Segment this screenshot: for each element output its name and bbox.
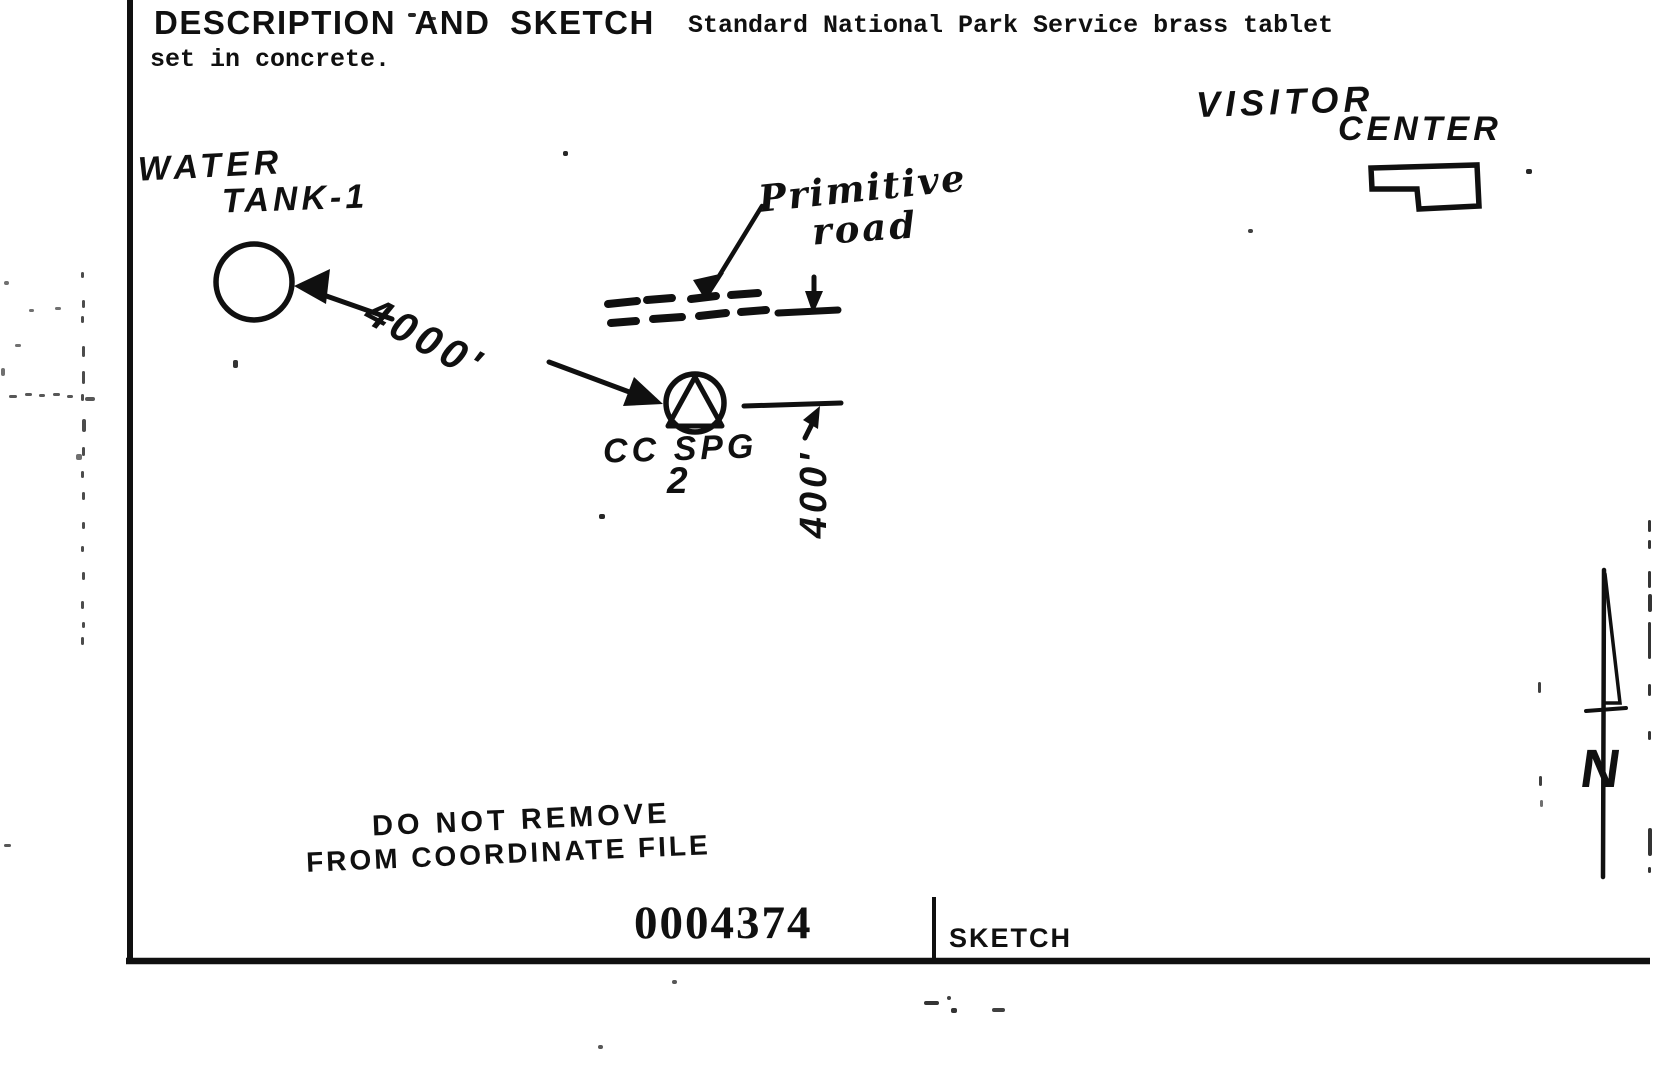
north-arrow-label: N (1576, 739, 1625, 799)
road-down-arrow (805, 274, 823, 314)
visitor-center-label-line2: CENTER (1338, 110, 1502, 148)
station-number-label: 2 (667, 460, 688, 501)
visitor-center-building (1368, 162, 1482, 212)
file-number: 0004374 (634, 897, 813, 949)
description-text-line1: Standard National Park Service brass tab… (688, 11, 1334, 40)
road-distance-label: 400' (793, 449, 835, 539)
station-symbol (663, 371, 727, 435)
road-solid-segment (774, 306, 842, 317)
road-pointer-arrow (693, 203, 765, 301)
station-up-arrow (802, 406, 820, 441)
water-tank-symbol (213, 241, 295, 323)
tank-distance-arrow (294, 269, 663, 406)
road-label-line2: road (810, 202, 920, 254)
primitive-road-dashes (604, 289, 770, 327)
description-text-line2: set in concrete. (150, 45, 391, 74)
north-arrow (1584, 567, 1628, 880)
station-dimension-tick (741, 400, 844, 409)
footer-section-label: SKETCH (949, 923, 1073, 953)
form-title: DESCRIPTION AND SKETCH (154, 4, 655, 41)
water-tank-label-line2: TANK-1 (221, 177, 369, 221)
